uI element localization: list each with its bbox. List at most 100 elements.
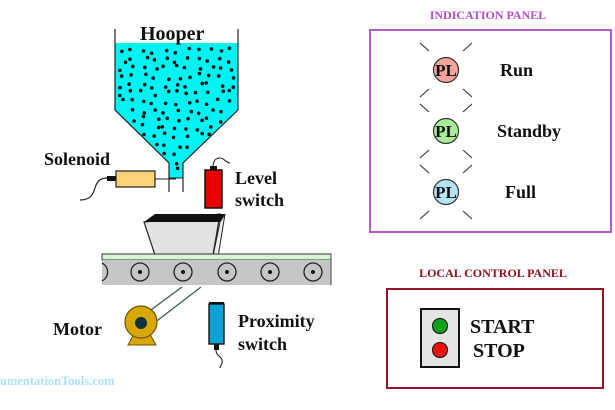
pilot-lamp-standby: PL Standby: [419, 103, 561, 159]
granule: [204, 102, 209, 107]
granule: [185, 56, 190, 60]
granule: [130, 97, 134, 102]
granule: [145, 55, 150, 60]
granule: [231, 85, 236, 89]
granule: [183, 85, 187, 89]
granule: [152, 134, 156, 138]
granule: [187, 46, 192, 51]
level-switch: Level switch: [204, 157, 284, 210]
hopper: Hooper: [114, 23, 239, 192]
granule: [204, 81, 208, 85]
granule: [165, 56, 170, 60]
pilot-lamp-symbol: PL: [435, 122, 457, 141]
granule: [120, 49, 124, 54]
proximity-switch-label-line2: switch: [238, 334, 287, 354]
granule: [187, 101, 192, 105]
granule: [165, 116, 169, 121]
solenoid-cable: [79, 177, 109, 201]
hopper-granules: [118, 46, 236, 171]
granule: [121, 97, 125, 102]
pilot-lamp-label: Full: [505, 182, 536, 202]
granule: [161, 111, 165, 115]
granule: [221, 89, 226, 94]
granule: [131, 64, 135, 69]
granule: [162, 143, 166, 148]
granule: [184, 91, 188, 96]
level-switch-icon: [204, 169, 223, 209]
granule: [128, 47, 132, 52]
granule: [182, 65, 187, 70]
granule: [149, 86, 154, 90]
roller: [217, 262, 237, 282]
granule: [155, 142, 159, 147]
lamp-ray: [462, 42, 473, 52]
granule: [193, 90, 198, 95]
level-switch-label-line2: switch: [235, 190, 284, 210]
granule: [184, 127, 188, 131]
granule: [142, 111, 147, 115]
level-switch-cap: [210, 166, 217, 171]
lamp-ray: [419, 210, 430, 220]
level-switch-label-line1: Level: [235, 168, 277, 188]
pilot-lamp-symbol: PL: [435, 61, 457, 80]
granule: [218, 56, 222, 61]
granule: [155, 67, 159, 71]
lamp-ray: [462, 210, 473, 220]
granule: [185, 145, 189, 149]
granule: [173, 50, 178, 55]
lamp-ray: [462, 164, 473, 174]
solenoid-connector: [107, 176, 116, 181]
push-button-station: [420, 308, 460, 368]
granule: [167, 77, 171, 82]
local-control-panel-title: LOCAL CONTROL PANEL: [419, 266, 567, 280]
granule: [216, 74, 221, 78]
granule: [132, 119, 136, 123]
granule: [204, 116, 209, 120]
proximity-switch: Proximity switch: [208, 302, 315, 369]
start-button-icon[interactable]: [431, 317, 449, 335]
stop-button[interactable]: STOP: [431, 340, 525, 362]
granule: [143, 65, 147, 70]
pilot-lamp-icon: [432, 56, 460, 84]
granule: [177, 118, 181, 123]
granule: [151, 76, 155, 80]
granule: [219, 109, 223, 114]
granule: [163, 85, 168, 89]
granule: [200, 81, 204, 86]
granule: [160, 125, 165, 129]
granule: [178, 76, 183, 81]
granule: [118, 85, 122, 90]
granule: [149, 101, 153, 106]
stop-button-icon[interactable]: [431, 341, 449, 359]
granule: [231, 76, 236, 80]
pilot-lamp-label: Standby: [497, 121, 561, 141]
start-button[interactable]: START: [431, 316, 536, 338]
lamp-ray: [462, 103, 473, 113]
granule: [128, 57, 132, 61]
lamp-ray: [419, 103, 430, 113]
granule: [153, 93, 158, 98]
granule: [209, 47, 214, 51]
hopper-label: Hooper: [140, 23, 205, 45]
solenoid-icon: [115, 170, 156, 188]
level-switch-cable: [212, 157, 231, 169]
conveyor: [101, 253, 332, 285]
granule: [142, 132, 146, 137]
granule: [123, 60, 128, 65]
granule: [195, 128, 200, 132]
granule: [141, 114, 146, 119]
granule: [205, 59, 209, 63]
granule: [186, 116, 190, 121]
proximity-switch-icon: [208, 303, 225, 345]
granule: [226, 60, 231, 64]
granule: [142, 99, 146, 104]
granule: [175, 89, 179, 93]
lamp-ray: [419, 42, 430, 52]
lamp-ray: [419, 164, 430, 174]
